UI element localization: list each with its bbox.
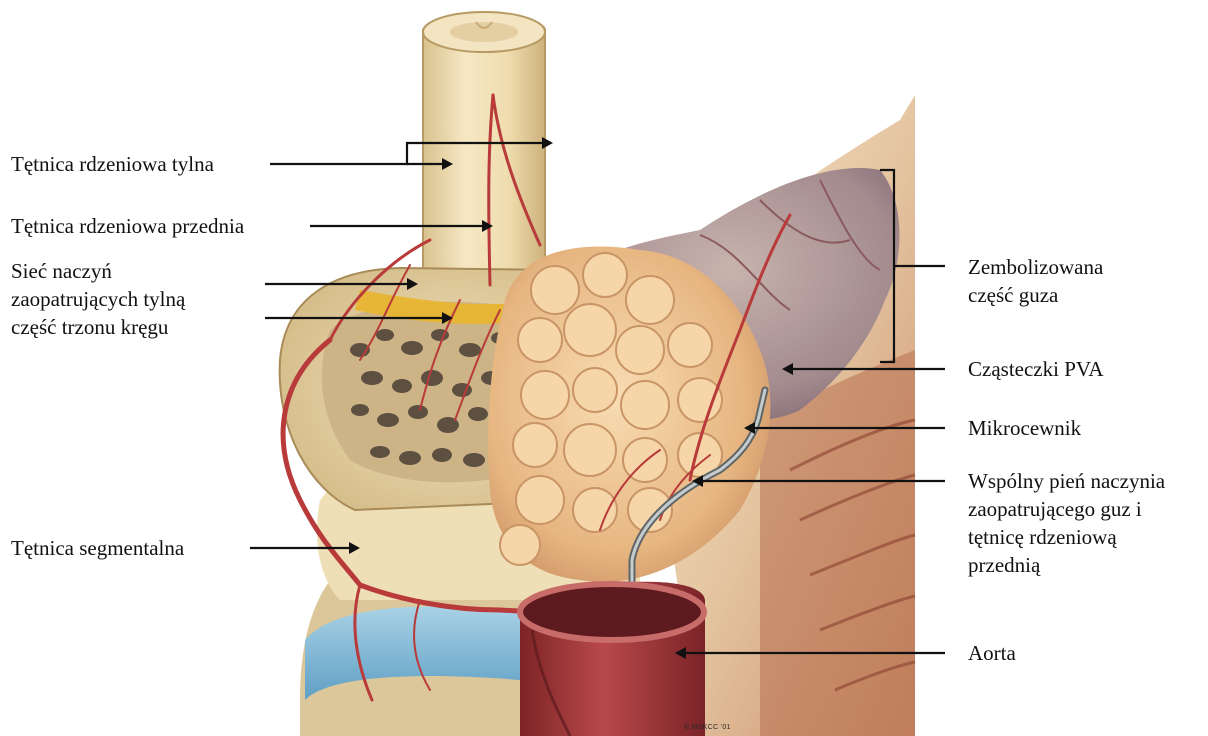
label-aorta: Aorta <box>968 639 1016 667</box>
label-common-trunk-line-2: zaopatrującego guz i <box>968 495 1142 523</box>
copyright-mark: © MSKCC '01 <box>684 724 731 731</box>
label-common-trunk-line-3: tętnicę rdzeniową <box>968 523 1117 551</box>
spinal-cord <box>423 12 545 270</box>
label-microcatheter: Mikrocewnik <box>968 414 1081 442</box>
label-segmental-artery: Tętnica segmentalna <box>11 534 184 562</box>
label-posterior-spinal-artery: Tętnica rdzeniowa tylna <box>11 150 214 178</box>
label-common-trunk-line-4: przednią <box>968 551 1040 579</box>
label-pva-particles: Cząsteczki PVA <box>968 355 1104 383</box>
label-vertebral-network-line-3: część trzonu kręgu <box>11 313 168 341</box>
label-embolized-tumor-line-1: Zembolizowana <box>968 253 1103 281</box>
label-embolized-tumor-line-2: część guza <box>968 281 1058 309</box>
label-vertebral-network-line-2: zaopatrujących tylną <box>11 285 185 313</box>
aorta <box>520 582 705 736</box>
label-common-trunk-line-1: Wspólny pień naczynia <box>968 467 1165 495</box>
label-anterior-spinal-artery: Tętnica rdzeniowa przednia <box>11 212 244 240</box>
label-vertebral-network-line-1: Sieć naczyń <box>11 257 112 285</box>
